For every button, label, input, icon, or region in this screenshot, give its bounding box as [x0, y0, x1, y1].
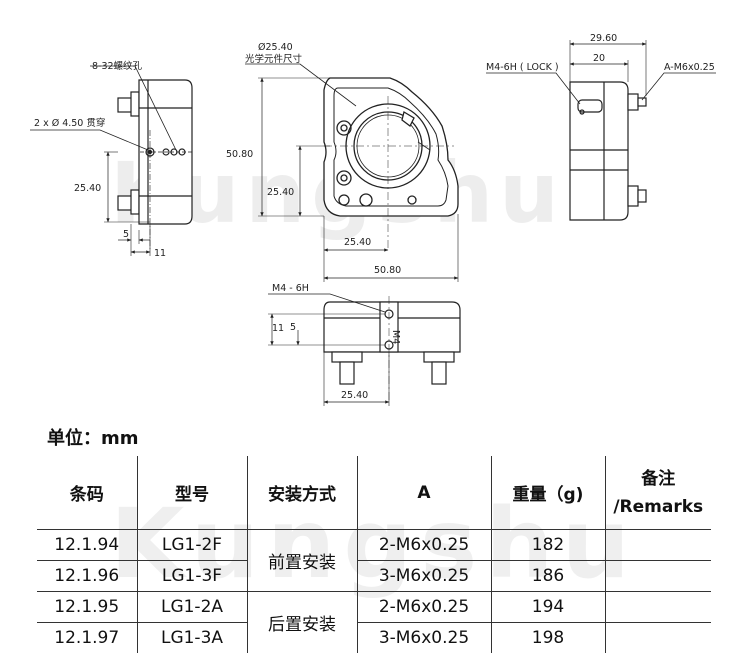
- cell-weight: 194: [490, 591, 605, 623]
- dim-50-80-horizontal: 50.80: [374, 265, 401, 276]
- cell-remarks: [604, 622, 711, 653]
- cell-model: LG1-2F: [136, 529, 247, 561]
- label-through-holes: 2 x Ø 4.50 贯穿: [34, 117, 105, 129]
- cell-barcode: 12.1.95: [37, 591, 137, 623]
- header-remarks: 备注 /Remarks: [604, 456, 711, 530]
- cell-weight: 198: [490, 622, 605, 653]
- bottom-view: [268, 293, 461, 406]
- left-side-view: [30, 65, 193, 256]
- dim-25-40-front-vertical: 25.40: [267, 187, 294, 198]
- label-a-thread: A-M6x0.25: [664, 62, 715, 73]
- header-a: A: [356, 456, 491, 530]
- cell-a: 3-M6x0.25: [356, 560, 491, 592]
- dim-25-40-bottom: 25.40: [341, 390, 368, 401]
- label-lock: M4-6H ( LOCK ): [486, 62, 559, 73]
- cell-model: LG1-3A: [136, 622, 247, 653]
- label-aperture: Ø25.40: [258, 42, 293, 53]
- cell-model: LG1-2A: [136, 591, 247, 623]
- label-bottom-thread: M4 - 6H: [272, 283, 309, 294]
- unit-label: 单位：mm: [47, 428, 139, 449]
- table-row: 12.1.97 LG1-3A 3-M6x0.25 198: [37, 622, 711, 653]
- header-model: 型号: [136, 456, 247, 530]
- label-thread-832: 8-32螺纹孔: [92, 60, 143, 72]
- cell-barcode: 12.1.94: [37, 529, 137, 561]
- spec-table: 条码 型号 安装方式 A 重量（g) 备注 /Remarks 12.1.94 L…: [37, 456, 711, 653]
- cell-remarks: [604, 591, 711, 623]
- table-header-row: 条码 型号 安装方式 A 重量（g) 备注 /Remarks: [37, 456, 711, 530]
- dim-50-80-vertical: 50.80: [226, 149, 253, 160]
- table-row: 12.1.94 LG1-2F 前置安装 2-M6x0.25 182: [37, 529, 711, 592]
- cell-a: 3-M6x0.25: [356, 622, 491, 653]
- technical-drawing: Kungshu 8-32螺纹孔 2 x Ø 4.50: [30, 33, 716, 406]
- dim-20: 20: [593, 53, 605, 64]
- header-mount: 安装方式: [246, 456, 357, 530]
- dim-11-bottom: 11: [272, 323, 284, 334]
- cell-mount-rear: 后置安装: [246, 591, 357, 653]
- dim-29-60: 29.60: [590, 33, 617, 44]
- cell-model: LG1-3F: [136, 560, 247, 592]
- label-m4-mark: M4: [390, 330, 401, 344]
- header-weight: 重量（g): [490, 456, 605, 530]
- cell-mount-front: 前置安装: [246, 529, 357, 592]
- dim-5-bottom: 5: [290, 322, 296, 333]
- header-barcode: 条码: [37, 456, 137, 530]
- front-view: [245, 63, 459, 282]
- label-aperture-note: 光学元件尺寸: [245, 53, 303, 65]
- table-row: 12.1.96 LG1-3F 3-M6x0.25 186: [37, 560, 711, 592]
- dim-11-left: 11: [154, 248, 166, 259]
- cell-weight: 186: [490, 560, 605, 592]
- dim-25-40-left: 25.40: [74, 183, 101, 194]
- cell-remarks: [604, 529, 711, 561]
- cell-a: 2-M6x0.25: [356, 591, 491, 623]
- right-side-view: [486, 40, 716, 221]
- header-remarks-en: /Remarks: [613, 496, 704, 517]
- dim-5-left: 5: [123, 229, 129, 240]
- header-remarks-cn: 备注: [641, 468, 676, 489]
- table-row: 12.1.95 LG1-2A 后置安装 2-M6x0.25 194: [37, 591, 711, 653]
- dim-25-40-front-horizontal: 25.40: [344, 237, 371, 248]
- cell-a: 2-M6x0.25: [356, 529, 491, 561]
- cell-weight: 182: [490, 529, 605, 561]
- cell-barcode: 12.1.96: [37, 560, 137, 592]
- cell-barcode: 12.1.97: [37, 622, 137, 653]
- cell-remarks: [604, 560, 711, 592]
